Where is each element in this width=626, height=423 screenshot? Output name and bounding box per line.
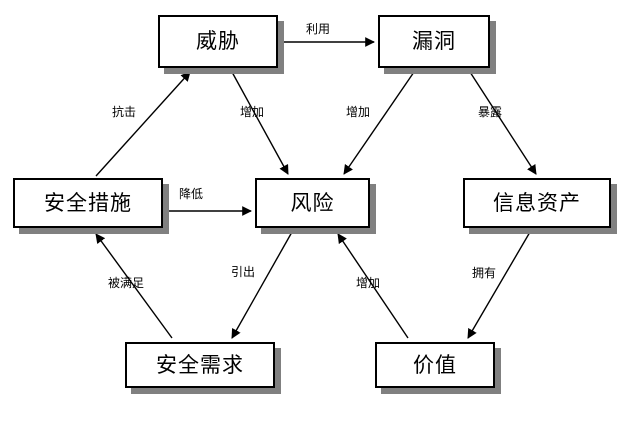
node-security-requirement-label: 安全需求 [156,352,244,377]
edge-increase-vuln-risk [343,71,415,175]
node-security-requirement[interactable]: 安全需求 [125,342,275,388]
edge-label-increase-vuln-risk: 增加 [346,105,371,119]
node-security-measure-label: 安全措施 [44,190,132,215]
edge-label-resist: 抗击 [112,105,137,119]
edge-label-derive: 引出 [231,265,256,279]
node-information-asset-label: 信息资产 [493,190,581,215]
edge-label-satisfied: 被满足 [108,276,145,290]
edge-resist [95,71,191,177]
node-risk-label: 风险 [290,190,335,215]
edge-label-expose: 暴露 [478,105,503,119]
node-information-asset[interactable]: 信息资产 [463,178,611,228]
node-security-measure[interactable]: 安全措施 [13,178,163,228]
node-threat-label: 威胁 [196,29,240,53]
node-threat[interactable]: 威胁 [158,15,278,68]
edge-label-increase-value-risk: 增加 [356,276,381,290]
edge-label-own: 拥有 [472,266,497,280]
node-vulnerability[interactable]: 漏洞 [378,15,490,68]
node-value-label: 价值 [413,352,457,377]
node-risk[interactable]: 风险 [255,178,370,228]
edge-own [467,231,531,339]
edge-label-increase-threat-risk: 增加 [240,105,265,119]
node-value[interactable]: 价值 [375,342,495,388]
edge-expose [469,71,537,175]
edge-label-reduce: 降低 [179,187,204,201]
edge-label-exploit: 利用 [306,22,331,36]
node-vulnerability-label: 漏洞 [412,29,456,53]
edge-increase-threat-risk [231,71,289,175]
edge-increase-value-risk [337,233,409,339]
edge-derive [231,231,293,339]
edge-satisfied [95,233,173,339]
